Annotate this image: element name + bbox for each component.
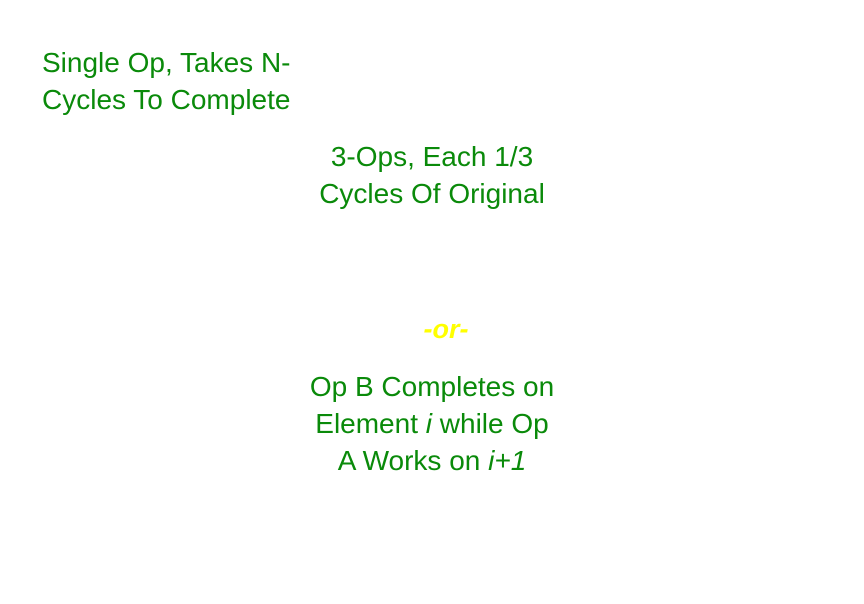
op-b-line-3: A Works on i+1: [232, 442, 632, 479]
single-op-label: Single Op, Takes N- Cycles To Complete: [42, 44, 291, 118]
single-op-line-1: Single Op, Takes N-: [42, 47, 291, 78]
three-ops-label: 3-Ops, Each 1/3 Cycles Of Original: [232, 138, 632, 212]
or-label: -or-: [423, 314, 469, 344]
op-b-line-2-pre: Element: [315, 408, 426, 439]
three-ops-line-2: Cycles Of Original: [319, 178, 545, 209]
op-b-element-var: i: [425, 408, 432, 439]
op-b-next-element-var: i+1: [488, 445, 527, 476]
op-b-line-1: Op B Completes on: [309, 371, 555, 402]
op-b-line-2: Element i while Op: [232, 405, 632, 442]
op-b-label: Op B Completes on Element i while Op A W…: [232, 368, 632, 479]
op-b-line-2-post: while Op: [432, 408, 549, 439]
single-op-line-2: Cycles To Complete: [42, 84, 291, 115]
three-ops-line-1: 3-Ops, Each 1/3: [330, 141, 534, 172]
op-b-line-3-pre: A Works on: [337, 445, 489, 476]
